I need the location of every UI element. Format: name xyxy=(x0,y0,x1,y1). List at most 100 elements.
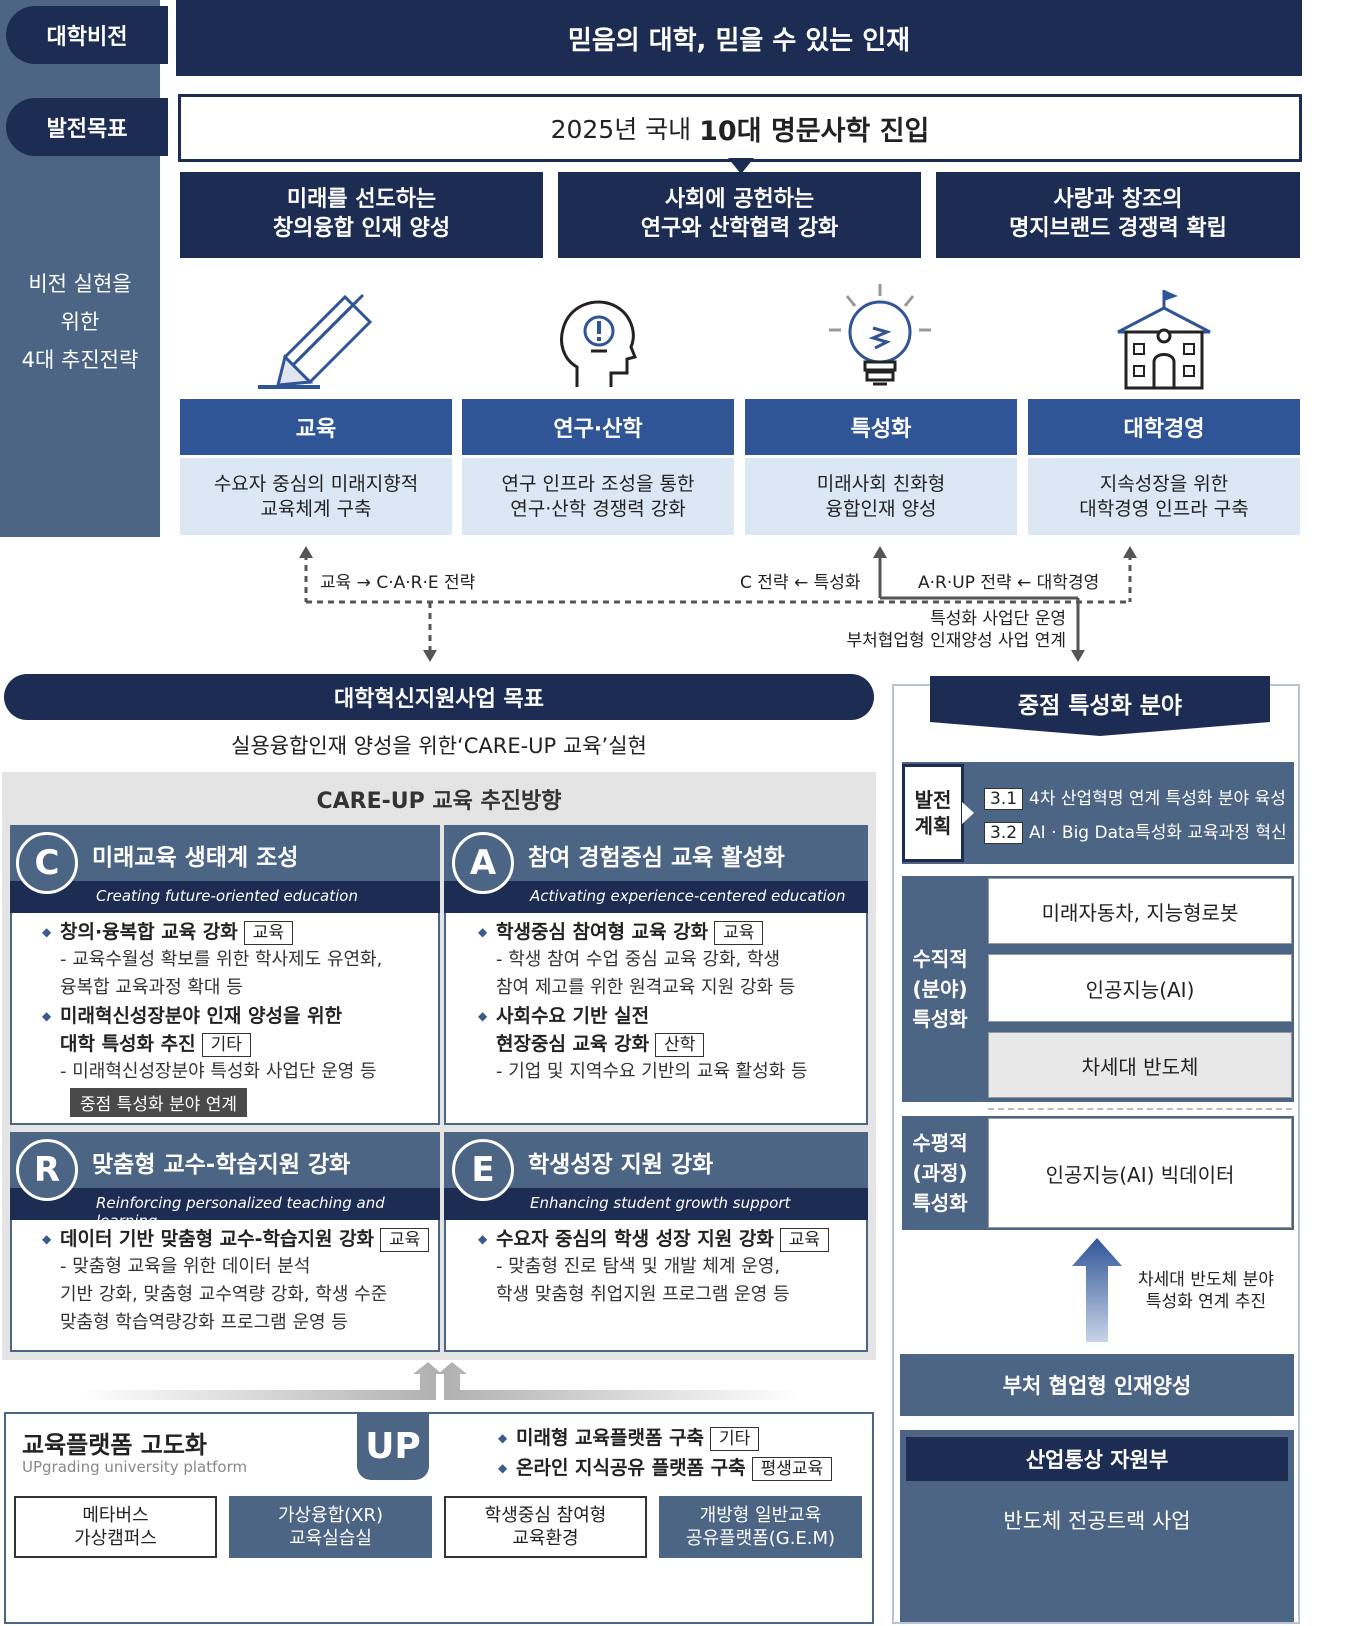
quadrant-a-title: 참여 경험중심 교육 활성화 xyxy=(528,845,785,871)
goal-pointer-icon xyxy=(728,158,754,174)
care-item-desc: - 맞춤형 진로 탐색 및 개발 체계 운영, 학생 맞춤형 취업지원 프로그램… xyxy=(496,1256,790,1305)
quadrant-c-title: 미래교육 생태계 조성 xyxy=(92,845,299,871)
connector-special-note: 특성화 사업단 운영 부처협업형 인재양성 사업 연계 xyxy=(846,609,1066,652)
collab-up-arrow-icon xyxy=(1072,1238,1122,1342)
quadrant-e-subheader xyxy=(444,1188,868,1220)
lightbulb-icon xyxy=(829,284,931,386)
vertical-item-semiconductor: 차세대 반도체 xyxy=(988,1032,1292,1098)
care-item-desc: - 미래혁신성장분야 특성화 사업단 운영 등 xyxy=(60,1061,377,1082)
quadrant-r-letter: R xyxy=(16,1139,78,1201)
connector-arup-mgmt: A·R·UP 전략 ← 대학경영 xyxy=(918,573,1100,593)
goal-pillar-1: 미래를 선도하는 창의융합 인재 양성 xyxy=(180,172,543,258)
platform-en: UPgrading university platform xyxy=(22,1458,248,1476)
goal-prefix: 2025년 국내 xyxy=(550,115,700,144)
ministry-name: 산업통상 자원부 xyxy=(906,1437,1288,1481)
tag-badge: 교육 xyxy=(243,920,294,945)
strategy-title-specialization: 특성화 xyxy=(745,399,1017,455)
quadrant-e-letter: E xyxy=(452,1139,514,1201)
quadrant-c-en: Creating future-oriented education xyxy=(96,887,358,905)
strategy-desc-education: 수요자 중심의 미래지향적 교육체계 구축 xyxy=(180,458,452,535)
care-up-direction-title: CARE-UP 교육 추진방향 xyxy=(316,789,562,814)
vision-label: 대학비전 xyxy=(6,6,168,64)
collab-arrow-note: 차세대 반도체 분야 특성화 연계 추진 xyxy=(1138,1269,1274,1312)
quadrant-e-header xyxy=(444,1132,868,1188)
connector-c-special: C 전략 ← 특성화 xyxy=(740,573,861,593)
quadrant-r-header xyxy=(10,1132,440,1188)
vision-banner: 믿음의 대학, 믿을 수 있는 인재 xyxy=(176,0,1302,76)
horizontal-item: 인공지능(AI) 빅데이터 xyxy=(988,1118,1292,1228)
focus-title-banner xyxy=(930,676,1270,736)
quadrant-a-letter: A xyxy=(452,832,514,894)
quadrant-c-subheader xyxy=(10,881,440,913)
quadrant-r-title: 맞춤형 교수-학습지원 강화 xyxy=(92,1152,351,1178)
connector-edu-care: 교육 → C·A·R·E 전략 xyxy=(320,573,476,593)
goal-emphasis: 10대 명문사학 진입 xyxy=(699,115,930,147)
platform-box-metaverse: 메타버스 가상캠퍼스 xyxy=(14,1496,217,1558)
strategy-desc-research: 연구 인프라 조성을 통한 연구·산학 경쟁력 강화 xyxy=(462,458,734,535)
quadrant-e-en: Enhancing student growth support xyxy=(530,1194,791,1212)
care-item-desc: - 교육수월성 확보를 위한 학사제도 유연화, 융복합 교육과정 확대 등 xyxy=(60,949,383,998)
strategy-title-management: 대학경영 xyxy=(1028,399,1300,455)
plan-label: 발전 계획 xyxy=(902,764,964,862)
quadrant-a-header xyxy=(444,825,868,881)
innovation-subtitle: 실용융합인재 양성을 위한‘CARE-UP 교육’실현 xyxy=(231,734,647,758)
focus-link-badge: 중점 특성화 분야 연계 xyxy=(70,1088,247,1117)
quadrant-c-letter: C xyxy=(16,832,78,894)
focus-title: 중점 특성화 분야 xyxy=(1017,693,1183,719)
vertical-label: 수직적 (분야) 특성화 xyxy=(912,947,968,1031)
care-item-desc: - 학생 참여 수업 중심 교육 강화, 학생 참여 제고를 위한 원격교육 지… xyxy=(496,949,796,998)
tag-badge: 교육 xyxy=(380,1227,430,1252)
goal-pillar-3: 사랑과 창조의 명지브랜드 경쟁력 확립 xyxy=(936,172,1300,258)
tag-badge: 평생교육 xyxy=(751,1456,833,1481)
care-item-desc: - 맞춤형 교육을 위한 데이터 분석 기반 강화, 맞춤형 교수역량 강화, … xyxy=(60,1256,388,1333)
plan-chevron-icon xyxy=(962,802,974,824)
platform-box-gem: 개방형 일반교육 공유플랫폼(G.E.M) xyxy=(659,1496,862,1558)
strategy-desc-specialization: 미래사회 친화형 융합인재 양성 xyxy=(745,458,1017,535)
head-idea-icon xyxy=(560,300,638,387)
vertical-item-ai: 인공지능(AI) xyxy=(988,954,1292,1022)
platform-box-student: 학생중심 참여형 교육환경 xyxy=(444,1496,647,1558)
focus-divider xyxy=(988,1108,1292,1110)
pencil-icon xyxy=(258,293,373,389)
strategy-connector-lines xyxy=(299,546,1137,662)
innovation-title: 대학혁신지원사업 목표 xyxy=(4,674,874,720)
platform-up-arrows xyxy=(80,1362,800,1400)
care-item-desc: - 기업 및 지역수요 기반의 교육 활성화 등 xyxy=(496,1061,808,1082)
quadrant-a-subheader xyxy=(444,881,868,913)
quadrant-e-title: 학생성장 지원 강화 xyxy=(528,1152,714,1178)
strategy-title-education: 교육 xyxy=(180,399,452,455)
platform-title: 교육플랫폼 고도화 xyxy=(22,1431,207,1459)
tag-badge: 교육 xyxy=(779,1227,830,1252)
strategy-desc-management: 지속성장을 위한 대학경영 인프라 구축 xyxy=(1028,458,1300,535)
tag-badge: 기타 xyxy=(710,1426,760,1451)
quadrant-a-en: Activating experience-centered education xyxy=(530,887,846,905)
tag-badge: 산학 xyxy=(655,1032,705,1057)
vertical-item-auto: 미래자동차, 지능형로봇 xyxy=(988,878,1292,944)
tag-badge: 기타 xyxy=(201,1032,251,1057)
quadrant-c-header xyxy=(10,825,440,881)
quadrant-r-subheader xyxy=(10,1188,440,1220)
horizontal-label: 수평적 (과정) 특성화 xyxy=(912,1131,968,1215)
platform-up-badge: UP xyxy=(357,1412,429,1480)
ministry-project: 반도체 전공트랙 사업 xyxy=(1003,1509,1191,1533)
goal-pillar-2: 사회에 공헌하는 연구와 산학협력 강화 xyxy=(558,172,921,258)
goal-label: 발전목표 xyxy=(6,98,168,156)
strategy-label: 비전 실현을 위한 4대 추진전략 xyxy=(21,272,139,372)
tag-badge: 교육 xyxy=(714,920,764,945)
left-column xyxy=(0,0,160,537)
platform-box-xr: 가상융합(XR) 교육실습실 xyxy=(229,1496,432,1558)
